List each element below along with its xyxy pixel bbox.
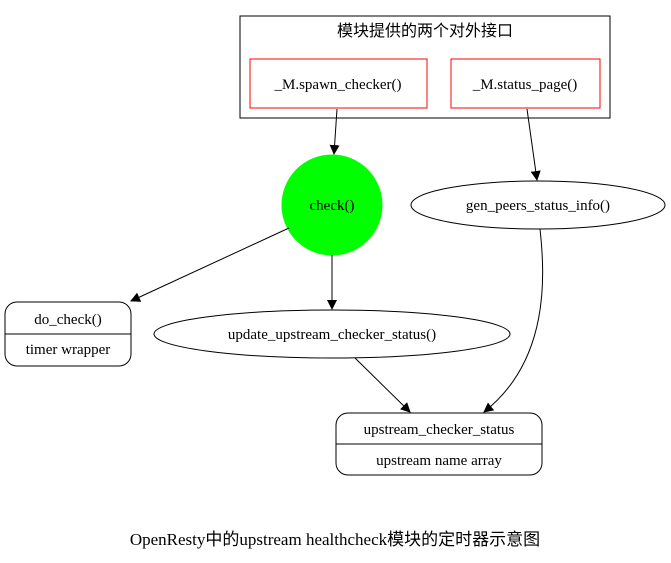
upstream-checker-status-title: upstream_checker_status xyxy=(364,422,515,438)
interface-cluster-label: 模块提供的两个对外接口 xyxy=(337,22,513,40)
status-page-label: _M.status_page() xyxy=(472,77,578,93)
interface-cluster: 模块提供的两个对外接口 _M.spawn_checker() _M.status… xyxy=(239,15,611,119)
update-upstream-checker-status-label: update_upstream_checker_status() xyxy=(228,327,436,343)
gen-peers-status-info-label: gen_peers_status_info() xyxy=(466,198,610,214)
edge-spawn-checker-to-check xyxy=(329,108,340,155)
spawn-checker-node: _M.spawn_checker() xyxy=(249,58,428,109)
check-label: check() xyxy=(310,198,355,214)
interface-cluster-frame xyxy=(239,15,611,119)
edge-status-page-to-gen-peers xyxy=(526,108,541,181)
do-check-field: timer wrapper xyxy=(26,342,111,358)
spawn-checker-label: _M.spawn_checker() xyxy=(273,77,401,93)
update-upstream-checker-status-node: update_upstream_checker_status() xyxy=(153,309,511,359)
edge-update-status-to-upstream-checker-status xyxy=(354,357,411,413)
status-page-node: _M.status_page() xyxy=(450,58,601,109)
edges xyxy=(130,108,544,413)
status-page-box xyxy=(450,58,601,109)
spawn-checker-box xyxy=(249,58,428,109)
gen-peers-status-info-node: gen_peers_status_info() xyxy=(410,180,666,230)
upstream-checker-status-node: upstream_checker_status upstream name ar… xyxy=(335,412,543,476)
gen-peers-status-info-ellipse xyxy=(410,180,666,230)
upstream-checker-status-field: upstream name array xyxy=(376,453,502,469)
do-check-node: do_check() timer wrapper xyxy=(4,301,132,367)
diagram-caption: OpenResty中的upstream healthcheck模块的定时器示意图 xyxy=(130,530,540,549)
check-node: check() xyxy=(281,154,383,256)
update-upstream-checker-status-ellipse xyxy=(153,309,511,359)
edge-gen-peers-to-upstream-checker-status xyxy=(483,228,544,413)
do-check-title: do_check() xyxy=(34,312,101,328)
edge-check-to-do-check xyxy=(130,227,290,302)
